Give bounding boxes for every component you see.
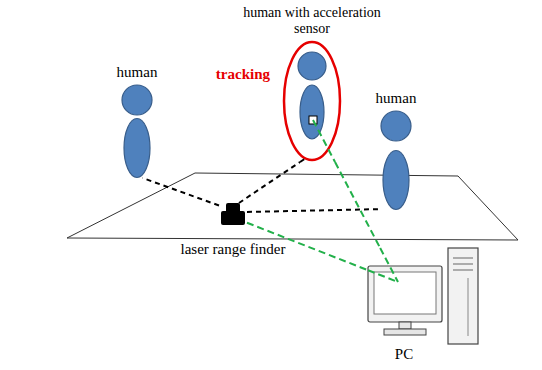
monitor-base — [384, 329, 426, 335]
human-head — [298, 52, 326, 80]
drive-slot — [453, 258, 473, 259]
data-link — [335, 162, 380, 248]
node-label: human with acceleration sensor — [237, 5, 387, 37]
laser-range-finder-figure — [219, 203, 247, 225]
human-body — [300, 85, 324, 139]
pc-computer: PC — [368, 248, 480, 344]
range-scan-line — [143, 178, 219, 205]
tracked-human: human with acceleration sensortracking — [282, 40, 342, 162]
node-label: human — [376, 90, 417, 107]
human-figure-figure — [380, 110, 412, 210]
link-stub — [300, 158, 306, 162]
tracking-ellipse — [284, 42, 340, 160]
node-label: PC — [395, 346, 413, 363]
human-body — [124, 119, 150, 178]
range-scan-line — [239, 162, 300, 203]
tracked-human-figure — [282, 40, 342, 162]
monitor-frame — [368, 266, 442, 322]
link-stub — [313, 120, 335, 162]
human-figure: human — [121, 84, 153, 178]
tracking-label: tracking — [216, 66, 270, 83]
monitor-neck — [399, 322, 411, 329]
human-figure: human — [380, 110, 412, 210]
human-body — [383, 151, 409, 210]
human-head — [381, 111, 411, 141]
pc-computer-figure — [368, 248, 480, 344]
drive-slot — [453, 264, 473, 265]
human-head — [122, 85, 152, 115]
link-stub — [368, 270, 398, 282]
laser-range-finder: laser range finder — [219, 203, 247, 225]
node-label: human — [117, 64, 158, 81]
drive-slot — [453, 270, 473, 271]
monitor-screen — [374, 272, 436, 314]
node-label: laser range finder — [179, 241, 288, 258]
pc-tower — [448, 248, 478, 344]
tower-line — [468, 278, 469, 336]
sensor-base — [221, 211, 245, 225]
human-figure-figure — [121, 84, 153, 178]
floor-plane — [67, 173, 518, 240]
